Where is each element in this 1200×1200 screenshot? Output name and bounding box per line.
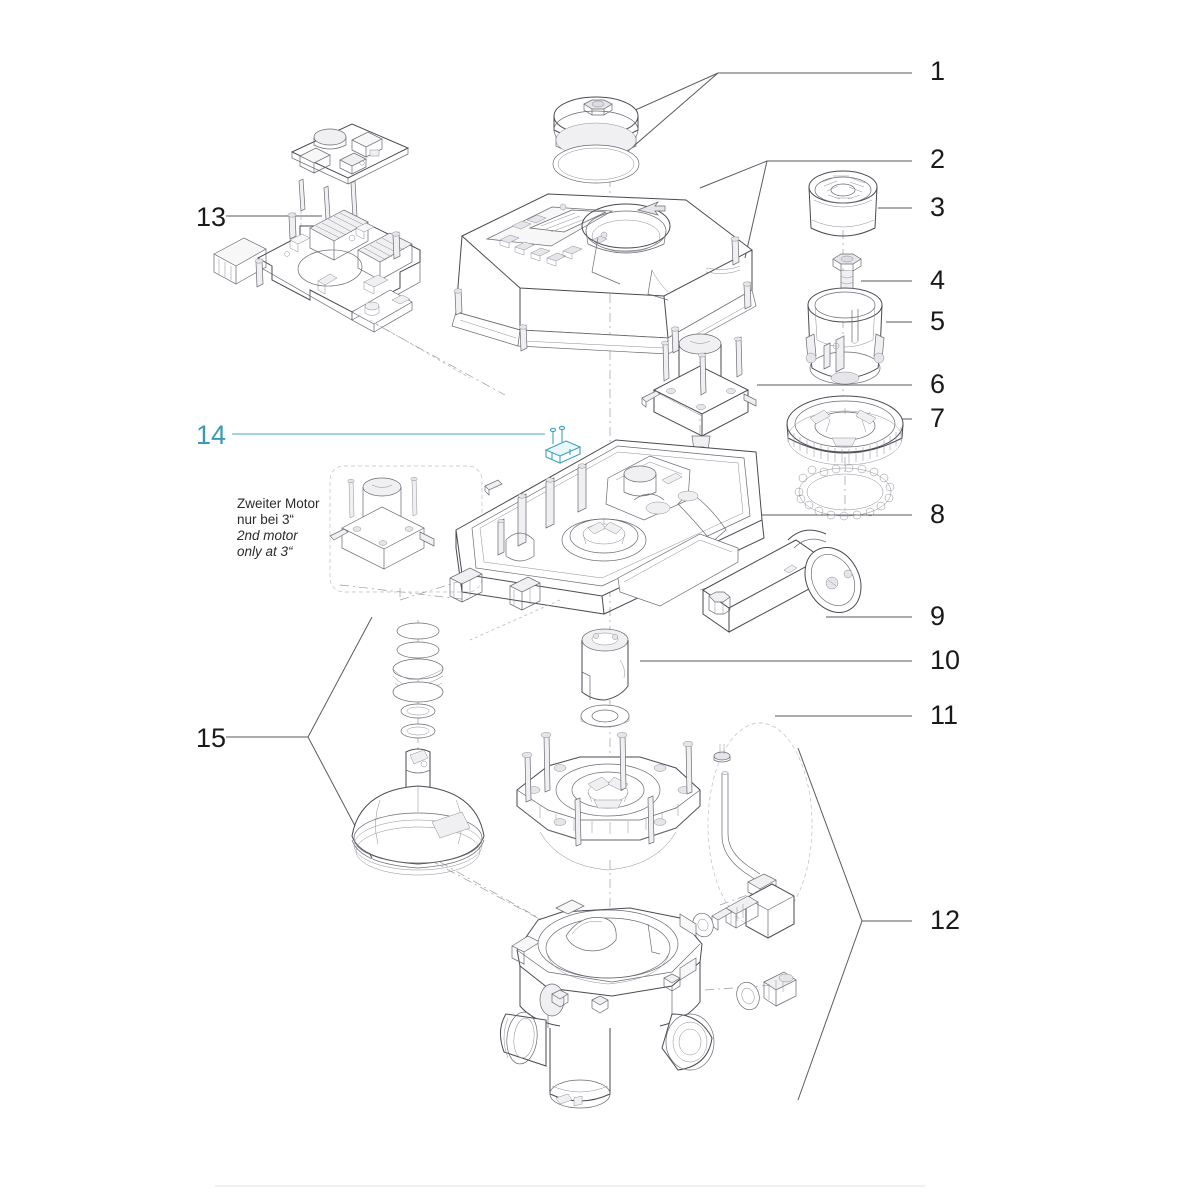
part-10-piston-sleeve-with-washer <box>580 628 630 728</box>
part-14-retaining-clip-bracket <box>544 425 582 464</box>
leader-lines <box>226 72 912 1101</box>
callout-15[interactable]: 15 <box>196 723 226 753</box>
callout-numbers: 1 2 3 4 5 6 7 8 9 10 11 12 13 14 15 <box>196 56 960 935</box>
part-13-pcb-circuit-board-stack <box>213 123 471 379</box>
part-5-cylindrical-bearing-housing <box>805 287 885 385</box>
callout-14[interactable]: 14 <box>196 420 226 450</box>
note-de-line-2: nur bei 3“ <box>237 512 294 527</box>
callout-8[interactable]: 8 <box>930 499 945 529</box>
callout-4[interactable]: 4 <box>930 265 945 295</box>
note-en-line-1: 2nd motor <box>236 528 298 543</box>
second-motor-note: Zweiter Motor nur bei 3“ 2nd motor only … <box>236 496 320 559</box>
part-9-angled-hex-drive-shaft <box>702 529 862 633</box>
part-15-diaphragm-spring-stack <box>351 622 561 931</box>
part-8-base-plate-chassis <box>449 439 765 641</box>
note-de-line-1: Zweiter Motor <box>237 496 320 511</box>
part-1-top-cap-disc-with-hex-nut <box>552 96 640 184</box>
note-en-line-2: only at 3“ <box>237 544 294 559</box>
part-mounting-flange-plate <box>516 732 701 871</box>
part-bead-gasket-ring <box>794 463 895 521</box>
callout-5[interactable]: 5 <box>930 306 945 336</box>
callout-12[interactable]: 12 <box>930 905 960 935</box>
callout-3[interactable]: 3 <box>930 192 945 222</box>
part-12-valve-body-with-ports <box>500 899 797 1109</box>
callout-1[interactable]: 1 <box>930 56 945 86</box>
callout-6[interactable]: 6 <box>930 369 945 399</box>
callout-2[interactable]: 2 <box>930 144 945 174</box>
callout-7[interactable]: 7 <box>930 403 945 433</box>
callout-10[interactable]: 10 <box>930 645 960 675</box>
callout-13[interactable]: 13 <box>196 202 226 232</box>
part-7-toothed-gear-ring <box>786 395 904 466</box>
second-motor-inset <box>329 465 483 601</box>
callout-9[interactable]: 9 <box>930 601 945 631</box>
part-2-controller-housing-cover <box>451 193 757 355</box>
part-3-vented-cylinder-cap <box>808 170 878 237</box>
part-6-motor-gearbox-assembly <box>641 333 757 454</box>
callout-11[interactable]: 11 <box>930 700 958 730</box>
part-11-tube-and-fitting-assembly <box>692 722 813 939</box>
